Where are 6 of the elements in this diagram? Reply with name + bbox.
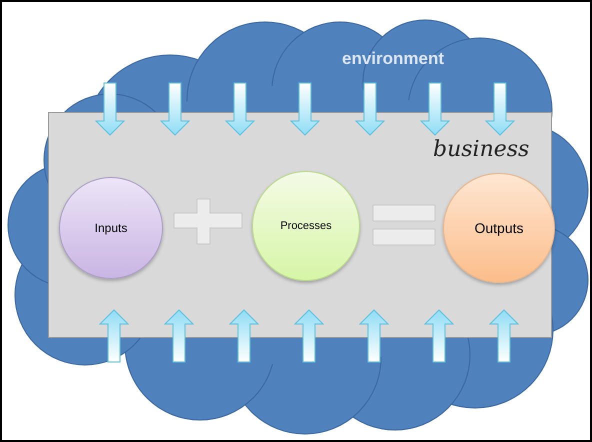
box-label: business	[433, 137, 530, 162]
cloud-label: environment	[342, 49, 444, 69]
circle-label: Inputs	[94, 221, 128, 235]
circle-label: Outputs	[474, 220, 524, 236]
rectangle-box	[48, 112, 552, 338]
circle-label: Processes	[280, 220, 332, 232]
